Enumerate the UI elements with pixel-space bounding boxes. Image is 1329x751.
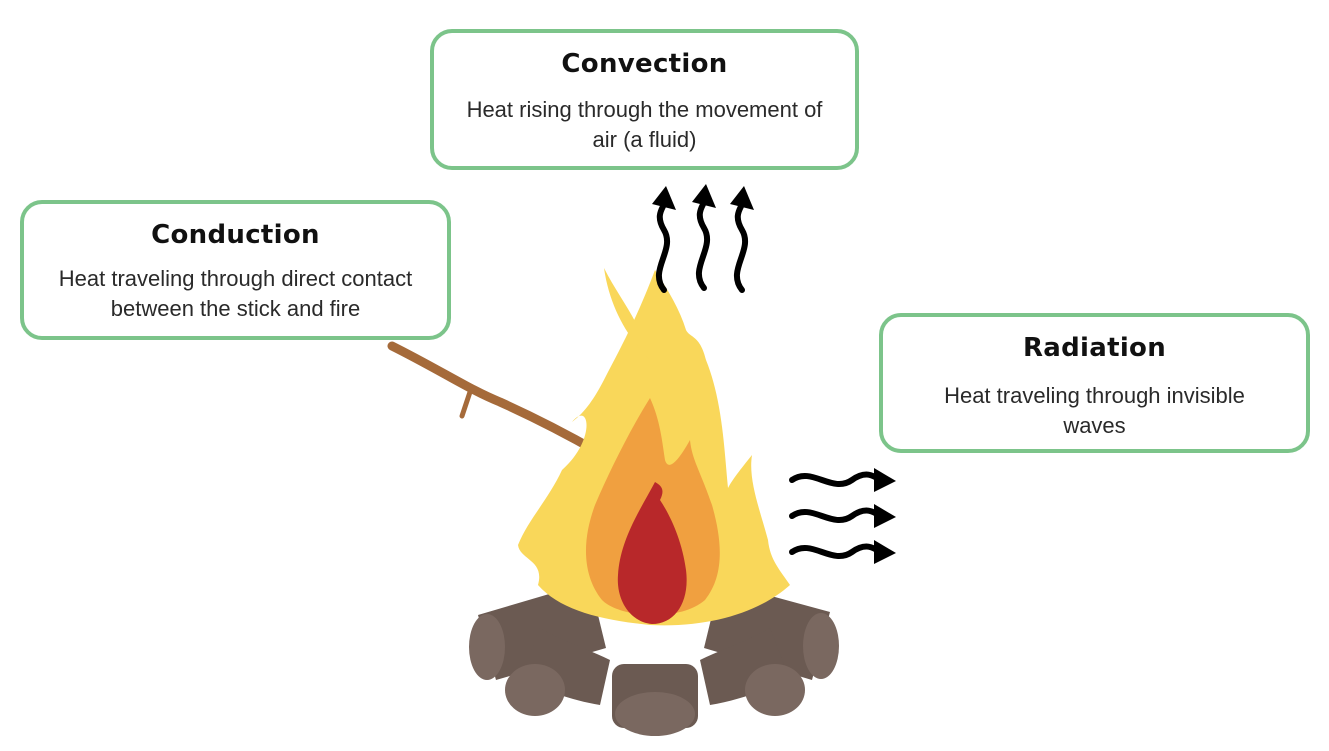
logs-front (505, 628, 805, 736)
arrow-right-icon (789, 507, 883, 524)
flame-outer-tip-left (604, 268, 650, 360)
radiation-box: Radiation Heat traveling through invisib… (879, 313, 1310, 453)
arrow-right-icon (789, 471, 883, 488)
convection-text: Heat rising through the movement of air … (466, 97, 823, 152)
arrow-up-icon (734, 193, 749, 293)
convection-title: Convection (561, 49, 728, 79)
radiation-text: Heat traveling through invisible waves (944, 383, 1245, 438)
arrow-right-icon (789, 543, 883, 560)
arrow-head (874, 468, 896, 492)
arrow-head (874, 504, 896, 528)
conduction-title: Conduction (151, 220, 320, 250)
flame-inner (617, 482, 687, 624)
conduction-box: Conduction Heat traveling through direct… (20, 200, 451, 340)
radiation-title: Radiation (1022, 333, 1167, 363)
stick-twig (459, 389, 473, 419)
arrow-head (652, 186, 676, 210)
arrow-head (692, 184, 716, 208)
stick (387, 341, 603, 457)
arrow-head (874, 540, 896, 564)
convection-box: Convection Heat rising through the movem… (430, 29, 859, 170)
arrow-up-icon (656, 193, 671, 293)
arrow-head (730, 186, 754, 210)
radiation-arrows (789, 471, 883, 560)
conduction-text: Heat traveling through direct contact be… (58, 266, 413, 321)
arrow-up-icon (696, 191, 711, 291)
